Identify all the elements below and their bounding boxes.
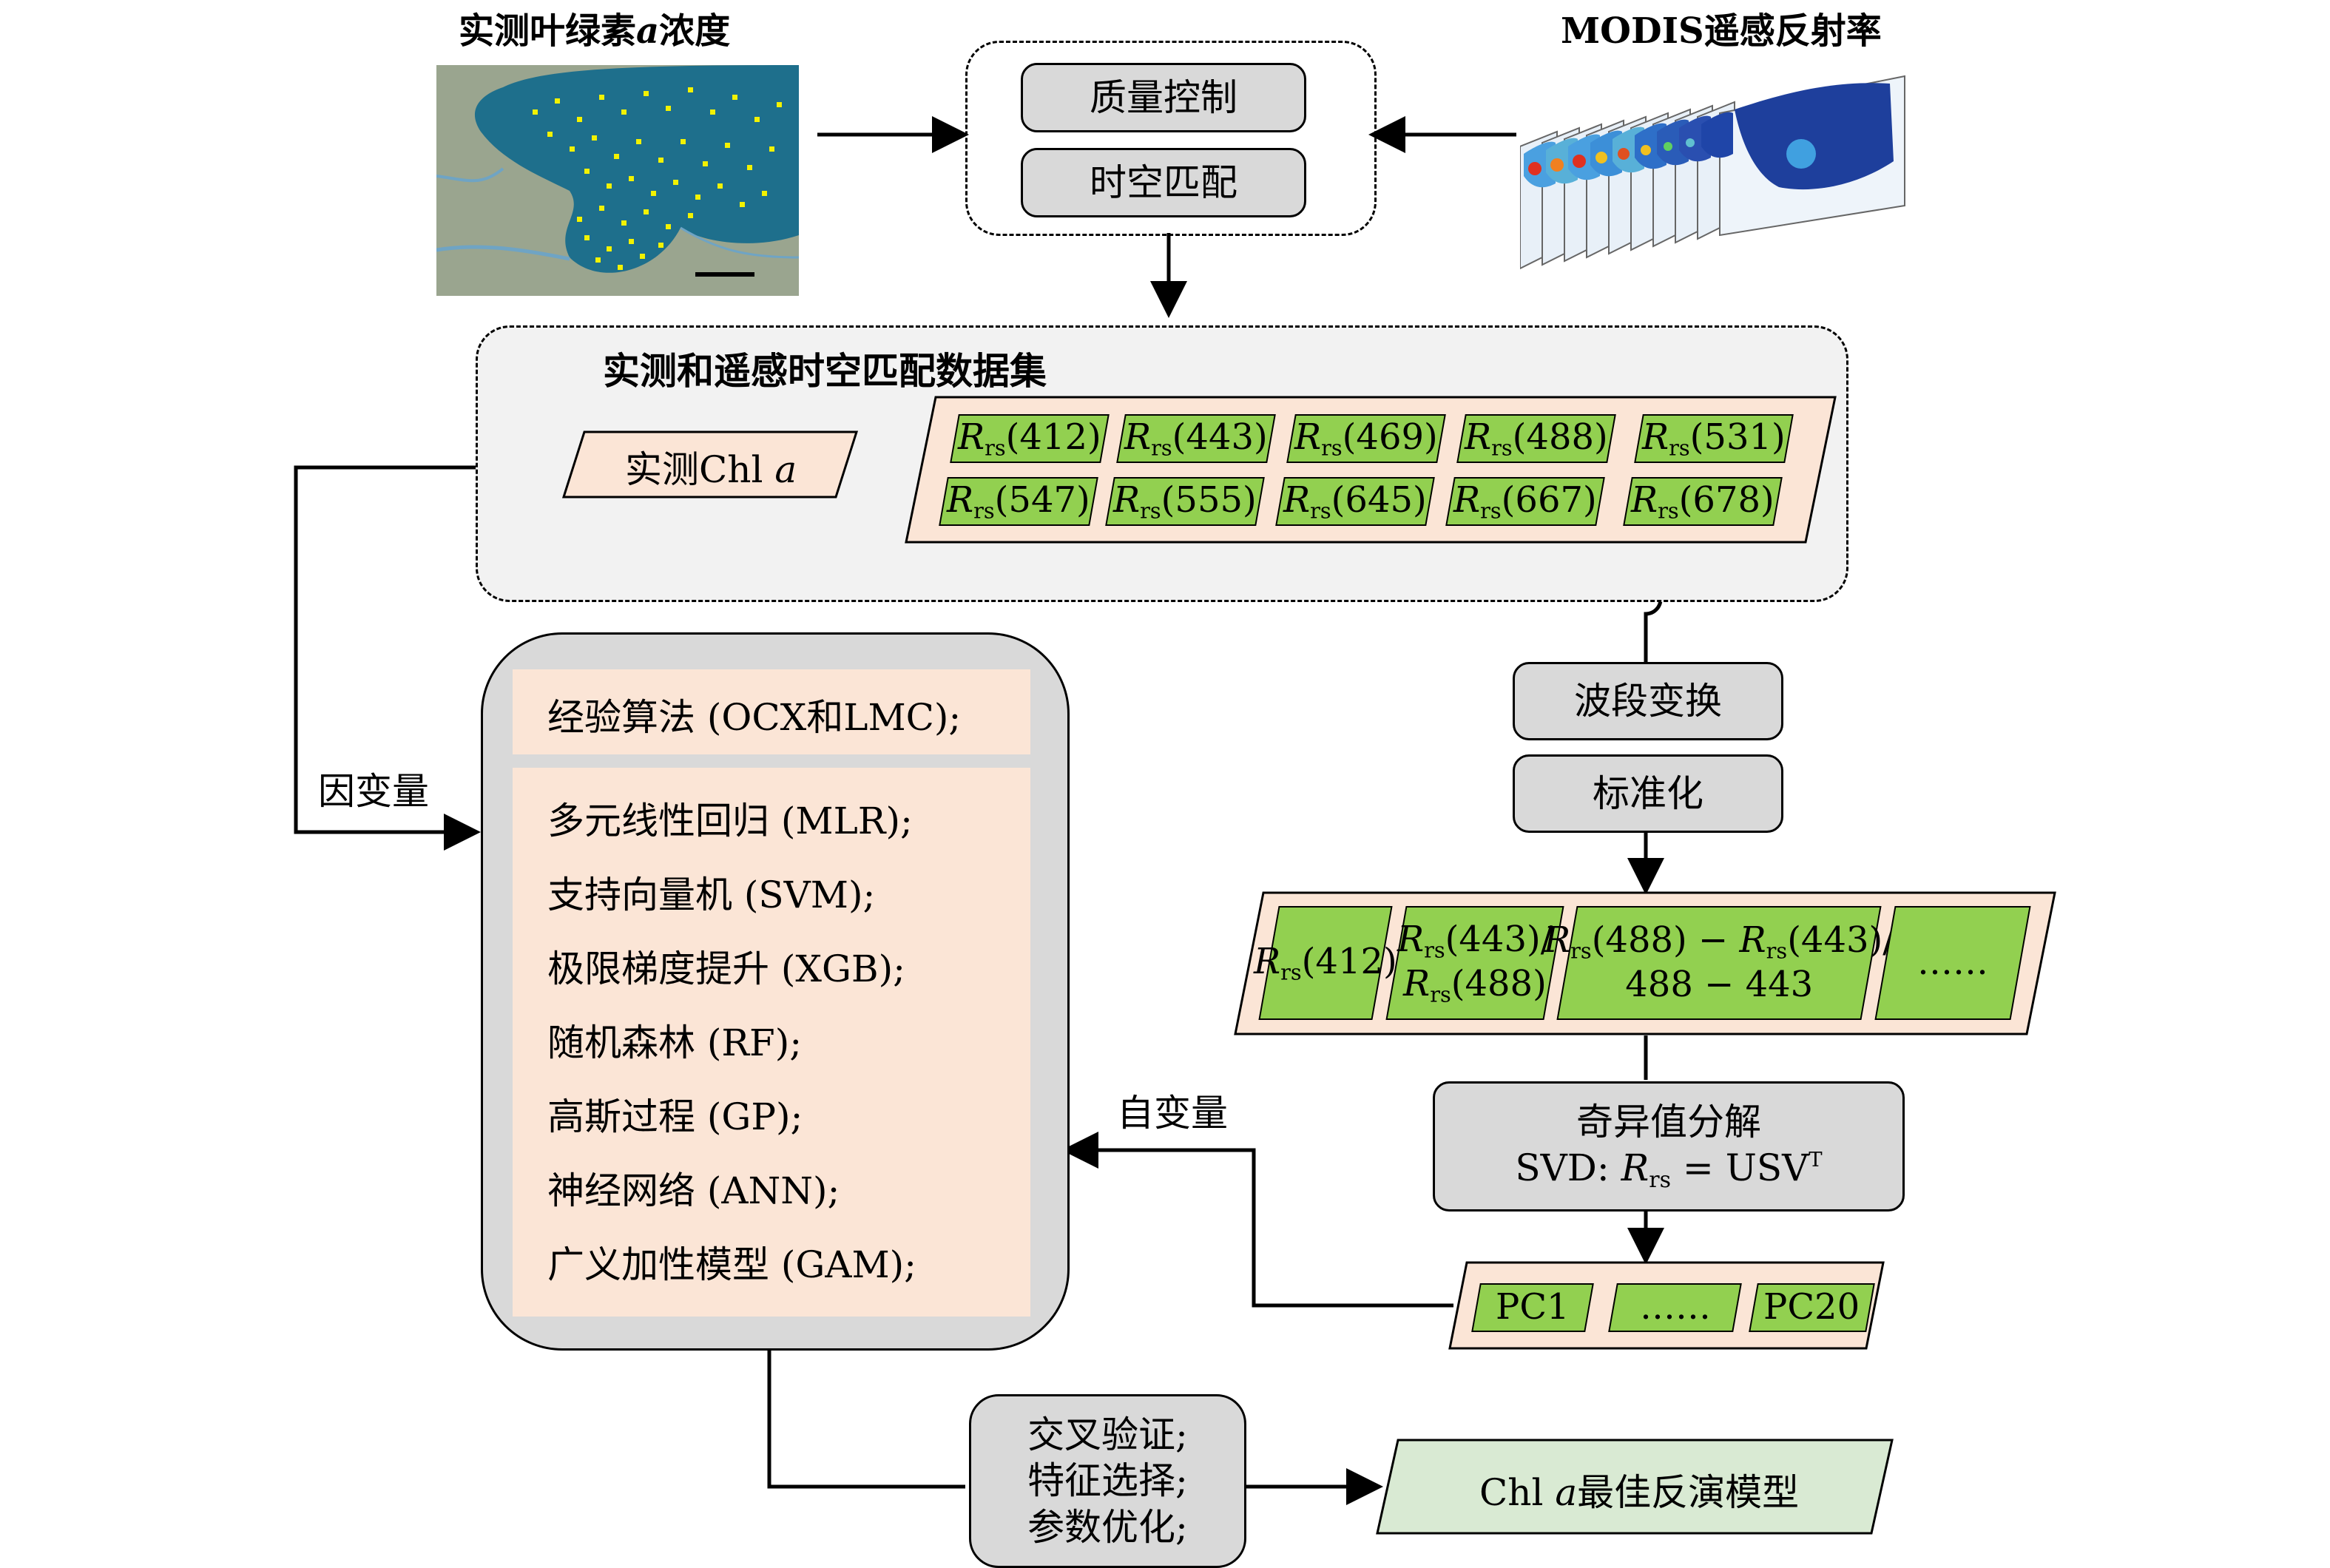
ml-panel (513, 768, 1030, 1317)
pc-ellipsis: …… (1608, 1283, 1742, 1332)
feature-rrs-slope: Rrs(488) − Rrs(443)/488 − 443 (1544, 906, 1894, 1020)
band-cell-678: Rrs(678) (1623, 477, 1783, 526)
rrs-symbol: R (1403, 963, 1431, 1004)
band-cell-547: Rrs(547) (939, 477, 1098, 526)
independent-variable-label: 自变量 (1117, 1092, 1228, 1135)
preprocess-group (965, 41, 1377, 236)
pc-20: PC20 (1749, 1283, 1875, 1332)
ml-algorithm-mlr: 多元线性回归 (MLR); (547, 800, 913, 842)
validation-feature-selection: 特征选择; (1027, 1459, 1188, 1503)
empirical-algorithm: 经验算法 (OCX和LMC); (547, 696, 962, 739)
modis-image-stack (1520, 75, 1905, 270)
rrs-symbol: R (1621, 1146, 1649, 1189)
band-cell-531: Rrs(531) (1634, 414, 1794, 463)
sampling-map-image (436, 65, 799, 296)
ml-algorithm-gp: 高斯过程 (GP); (547, 1095, 803, 1138)
best-model-label: Chl a最佳反演模型 (1479, 1471, 1800, 1514)
feature-rrs-412: Rrs(412) (1254, 906, 1397, 1020)
band-cell-488: Rrs(488) (1456, 414, 1616, 463)
band-cell-469: Rrs(469) (1286, 414, 1446, 463)
svd-box: 奇异值分解 SVD: Rrs = USVT (1433, 1081, 1905, 1212)
ml-algorithm-rf: 随机森林 (RF); (547, 1021, 803, 1064)
insitu-chl-title: 实测叶绿素a浓度 (459, 10, 731, 52)
ml-algorithm-ann: 神经网络 (ANN); (547, 1169, 840, 1212)
ml-algorithm-gam: 广义加性模型 (GAM); (547, 1243, 916, 1286)
empirical-panel (513, 669, 1030, 754)
insitu-chl-label: 实测Chl a (625, 448, 797, 491)
rrs-symbol: R (1254, 940, 1281, 982)
band-cell-667: Rrs(667) (1445, 477, 1605, 526)
rrs-symbol: R (1397, 918, 1425, 960)
feature-ellipsis: …… (1874, 906, 2031, 1020)
band-cell-412: Rrs(412) (950, 414, 1110, 463)
feature-rrs-ratio: Rrs(443)/Rrs(488) (1385, 906, 1564, 1020)
band-cell-443: Rrs(443) (1116, 414, 1276, 463)
band-transform-box: 波段变换 (1513, 662, 1783, 740)
band-cell-645: Rrs(645) (1275, 477, 1435, 526)
modis-title: MODIS遥感反射率 (1561, 10, 1882, 52)
ml-algorithm-svm: 支持向量机 (SVM); (547, 873, 876, 916)
rrs-symbol: R (1739, 919, 1766, 962)
best-model-box (1376, 1439, 1894, 1535)
dataset-title: 实测和遥感时空匹配数据集 (603, 349, 1047, 393)
ml-algorithm-xgb: 极限梯度提升 (XGB); (547, 947, 906, 990)
pc-1: PC1 (1471, 1283, 1594, 1332)
validation-param-opt: 参数优化; (1027, 1505, 1188, 1549)
quality-control-box: 质量控制 (1021, 63, 1306, 132)
validation-cross: 交叉验证; (1027, 1413, 1188, 1456)
svd-title: 奇异值分解 (1576, 1100, 1761, 1143)
standardize-box: 标准化 (1513, 754, 1783, 833)
band-cell-555: Rrs(555) (1105, 477, 1265, 526)
insitu-chl-box (562, 430, 858, 499)
svd-formula: SVD: Rrs = USVT (1515, 1146, 1823, 1193)
rrs-symbol: R (1543, 919, 1570, 962)
validation-box: 交叉验证; 特征选择; 参数优化; (969, 1394, 1246, 1568)
spatiotemporal-match-box: 时空匹配 (1021, 148, 1306, 217)
dependent-variable-label: 因变量 (318, 770, 429, 813)
